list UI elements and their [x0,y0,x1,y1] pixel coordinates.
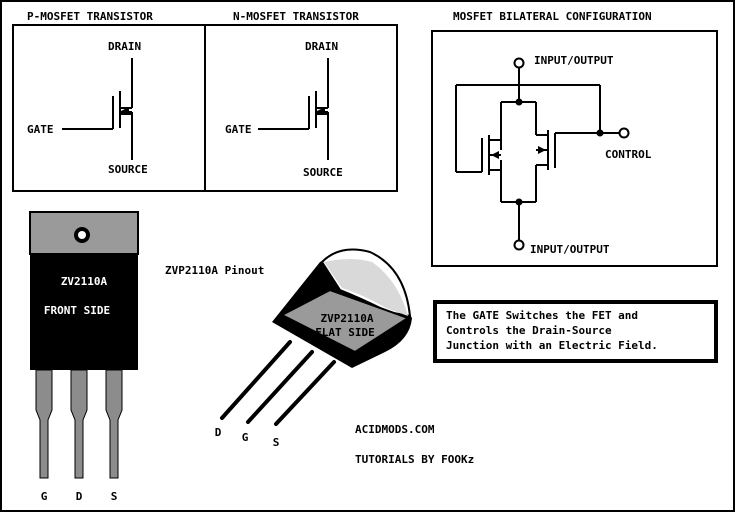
nmos-panel: N-MOSFET TRANSISTOR DRAIN GATE SOURCE [204,10,398,192]
bilateral-io-bottom-label: INPUT/OUTPUT [530,243,610,256]
to92-pinout-label: ZVP2110A Pinout [165,264,264,277]
to220-pin-g: G [41,490,48,503]
to92-package: ZVP2110A FLAT SIDE ZVP2110A Pinout D G S [165,248,412,449]
bilateral-top-node-icon [515,98,523,106]
pmos-title: P-MOSFET TRANSISTOR [27,10,153,23]
nmos-title: N-MOSFET TRANSISTOR [233,10,359,23]
nmos-arrow-icon [317,107,325,115]
pmos-source-label: SOURCE [108,163,148,176]
bilateral-top-terminal-icon [513,57,525,69]
to92-pin-s: S [273,436,280,449]
bilateral-io-top-label: INPUT/OUTPUT [534,54,614,67]
note-box: The GATE Switches the FET and Controls t… [433,300,718,363]
pmos-panel: P-MOSFET TRANSISTOR DRAIN GATE SOURCE [12,10,206,192]
pmos-symbol [62,58,133,160]
to220-body [30,254,138,370]
to92-top-face [324,259,408,316]
bilateral-left-arrow-icon [491,151,499,159]
note-line-3: Junction with an Electric Field. [446,339,658,352]
bilateral-circuit [455,68,620,240]
pmos-gate-label: GATE [27,123,54,136]
to220-side-label: FRONT SIDE [44,304,110,317]
to220-pin-d: D [76,490,83,503]
note-line-1: The GATE Switches the FET and [446,309,638,322]
to220-leads [35,369,123,479]
pmos-arrow-icon [121,107,129,115]
bilateral-bottom-node-icon [515,198,523,206]
to220-package: ZV2110A FRONT SIDE G D S [29,211,139,503]
bilateral-control-label: CONTROL [605,148,652,161]
pmos-drain-label: DRAIN [108,40,141,53]
bilateral-right-arrow-icon [538,146,546,154]
nmos-source-label: SOURCE [303,166,343,179]
nmos-drain-label: DRAIN [305,40,338,53]
bilateral-title: MOSFET BILATERAL CONFIGURATION [453,10,652,23]
bilateral-control-node-icon [596,129,604,137]
nmos-frame [204,24,398,192]
bilateral-bottom-terminal-icon [513,239,525,251]
bilateral-panel: MOSFET BILATERAL CONFIGURATION [431,10,718,267]
to92-pin-d: D [215,426,222,439]
credits-author: TUTORIALS BY FOOKz [355,453,474,466]
to92-side-label: FLAT SIDE [315,326,375,339]
to92-leads [220,340,336,426]
to92-pin-g: G [242,431,249,444]
bilateral-frame [431,30,718,267]
nmos-gate-label: GATE [225,123,252,136]
to92-part-label: ZVP2110A [321,312,374,325]
note-line-2: Controls the Drain-Source [446,324,612,337]
to220-pin-s: S [111,490,118,503]
credits-site: ACIDMODS.COM [355,423,435,436]
to220-part-label: ZV2110A [61,275,108,288]
nmos-symbol [258,58,329,160]
to92-flat-face [279,288,411,354]
bilateral-control-terminal-icon [618,127,630,139]
